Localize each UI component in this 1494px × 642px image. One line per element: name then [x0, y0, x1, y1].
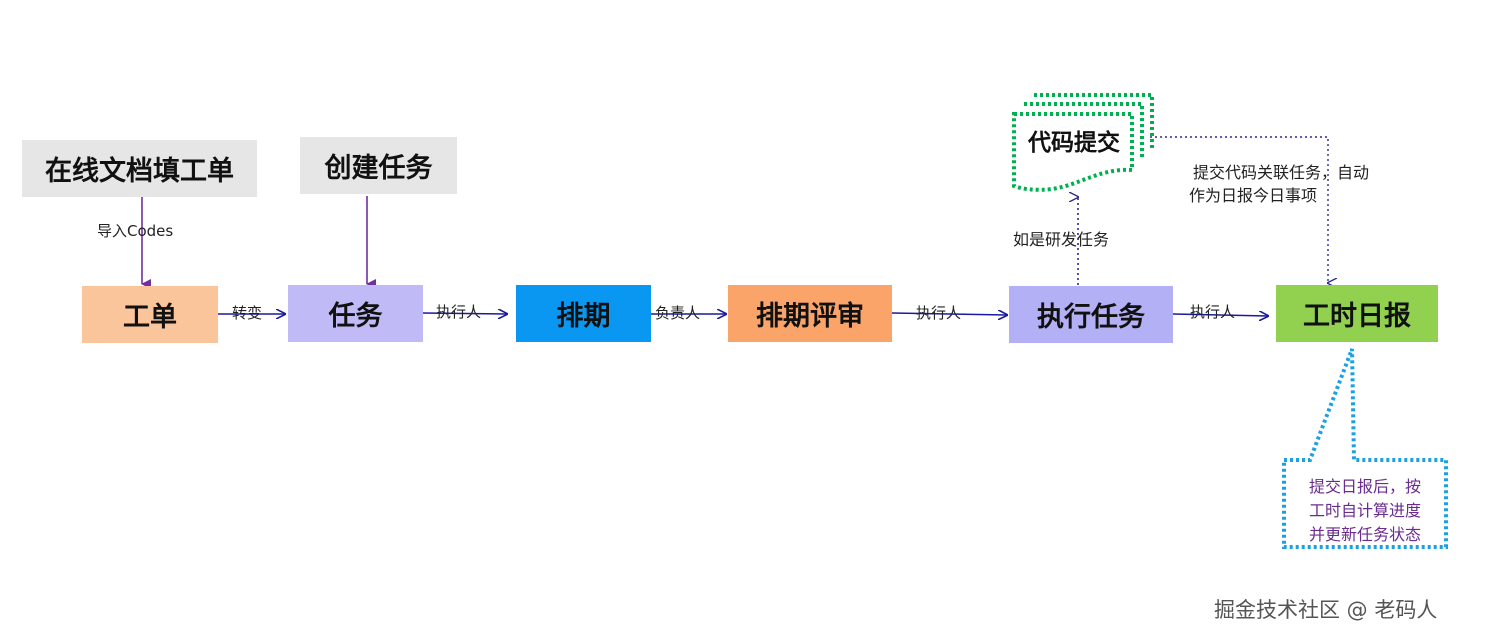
- schedule-label: 排期: [556, 301, 611, 332]
- callout-line3: 并更新任务状态: [1308, 525, 1421, 544]
- code-commit-node[interactable]: 代码提交: [1016, 118, 1132, 162]
- executor-label-3: 执行人: [1190, 303, 1236, 321]
- callout-line1: 提交日报后，按: [1308, 477, 1421, 496]
- executor-arrow-2: [891, 313, 1007, 315]
- callout-line2: 工时自计算进度: [1308, 501, 1421, 520]
- callout-shape: [1282, 348, 1448, 549]
- dev-task-label: 如是研发任务: [1013, 230, 1110, 249]
- online-doc-box[interactable]: 在线文档填工单: [22, 140, 257, 197]
- schedule-node[interactable]: 排期: [516, 285, 651, 342]
- executor-label-2: 执行人: [916, 304, 962, 322]
- execute-task-node[interactable]: 执行任务: [1009, 286, 1173, 343]
- create-task-label: 创建任务: [324, 153, 433, 184]
- commit-note-line1: 提交代码关联任务，自动: [1193, 163, 1370, 182]
- executor-arrow-1: [422, 313, 507, 314]
- schedule-review-node[interactable]: 排期评审: [728, 285, 892, 342]
- commit-note-line2: 作为日报今日事项: [1189, 186, 1318, 205]
- timesheet-label: 工时日报: [1303, 301, 1411, 332]
- task-label: 任务: [328, 301, 383, 332]
- executor-label-1: 执行人: [436, 303, 482, 321]
- work-order-label: 工单: [123, 302, 177, 333]
- import-label: 导入Codes: [97, 222, 174, 240]
- executor-arrow-3: [1172, 314, 1268, 316]
- convert-label: 转变: [232, 304, 263, 322]
- execute-task-label: 执行任务: [1037, 302, 1145, 333]
- work-order-node[interactable]: 工单: [82, 286, 218, 343]
- code-commit-label: 代码提交: [1028, 130, 1120, 156]
- timesheet-node[interactable]: 工时日报: [1276, 285, 1438, 342]
- owner-label: 负责人: [655, 304, 701, 322]
- create-task-box[interactable]: 创建任务: [300, 137, 457, 194]
- callout-text: 提交日报后，按 工时自计算进度 并更新任务状态: [1292, 475, 1438, 547]
- commit-to-timesheet-connector: [1150, 136, 1328, 283]
- code-commit-shape: [1012, 93, 1154, 192]
- task-node[interactable]: 任务: [288, 285, 423, 342]
- watermark: 掘金技术社区 @ 老码人: [1214, 598, 1438, 622]
- online-doc-label: 在线文档填工单: [45, 156, 234, 187]
- schedule-review-label: 排期评审: [756, 301, 864, 332]
